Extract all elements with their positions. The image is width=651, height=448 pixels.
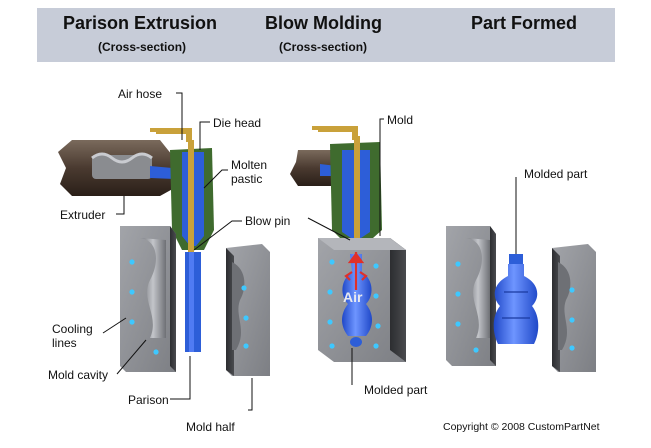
mold-half-left-3 <box>446 226 496 366</box>
label-die-head: Die head <box>213 116 262 130</box>
leader-lines <box>102 92 517 411</box>
air-label: Air <box>343 289 363 305</box>
header-title-parison-extrusion: Parison Extrusion <box>63 13 218 33</box>
header-subtitle-parison: (Cross-section) <box>98 40 187 54</box>
label-molded-part-right: Molded part <box>524 167 588 181</box>
header-bar <box>37 8 615 62</box>
label-air-hose: Air hose <box>118 87 163 101</box>
label-parison: Parison <box>128 393 169 407</box>
label-extruder: Extruder <box>60 208 106 222</box>
copyright-text: Copyright © 2008 CustomPartNet <box>443 421 600 433</box>
label-mold: Mold <box>387 113 414 127</box>
header-title-part-formed: Part Formed <box>471 13 578 33</box>
mold-half-left-1 <box>120 226 176 372</box>
label-molten-line2: pastic <box>231 172 263 186</box>
die-head-2 <box>312 126 382 254</box>
label-cooling-line1: Cooling <box>52 322 93 336</box>
molded-bottle <box>493 254 539 344</box>
mold-half-right-3 <box>552 244 596 372</box>
header-subtitle-blow-molding: (Cross-section) <box>279 40 368 54</box>
mold-half-right-1 <box>226 244 270 376</box>
air-arrows <box>344 252 368 290</box>
label-mold-half: Mold half <box>186 420 235 434</box>
label-blow-pin: Blow pin <box>245 214 291 228</box>
label-mold-cavity: Mold cavity <box>48 368 109 382</box>
label-cooling-line2: lines <box>52 336 77 350</box>
label-molded-part-center: Molded part <box>364 383 428 397</box>
header-title-blow-molding: Blow Molding <box>265 13 382 33</box>
label-molten-line1: Molten <box>231 158 268 172</box>
